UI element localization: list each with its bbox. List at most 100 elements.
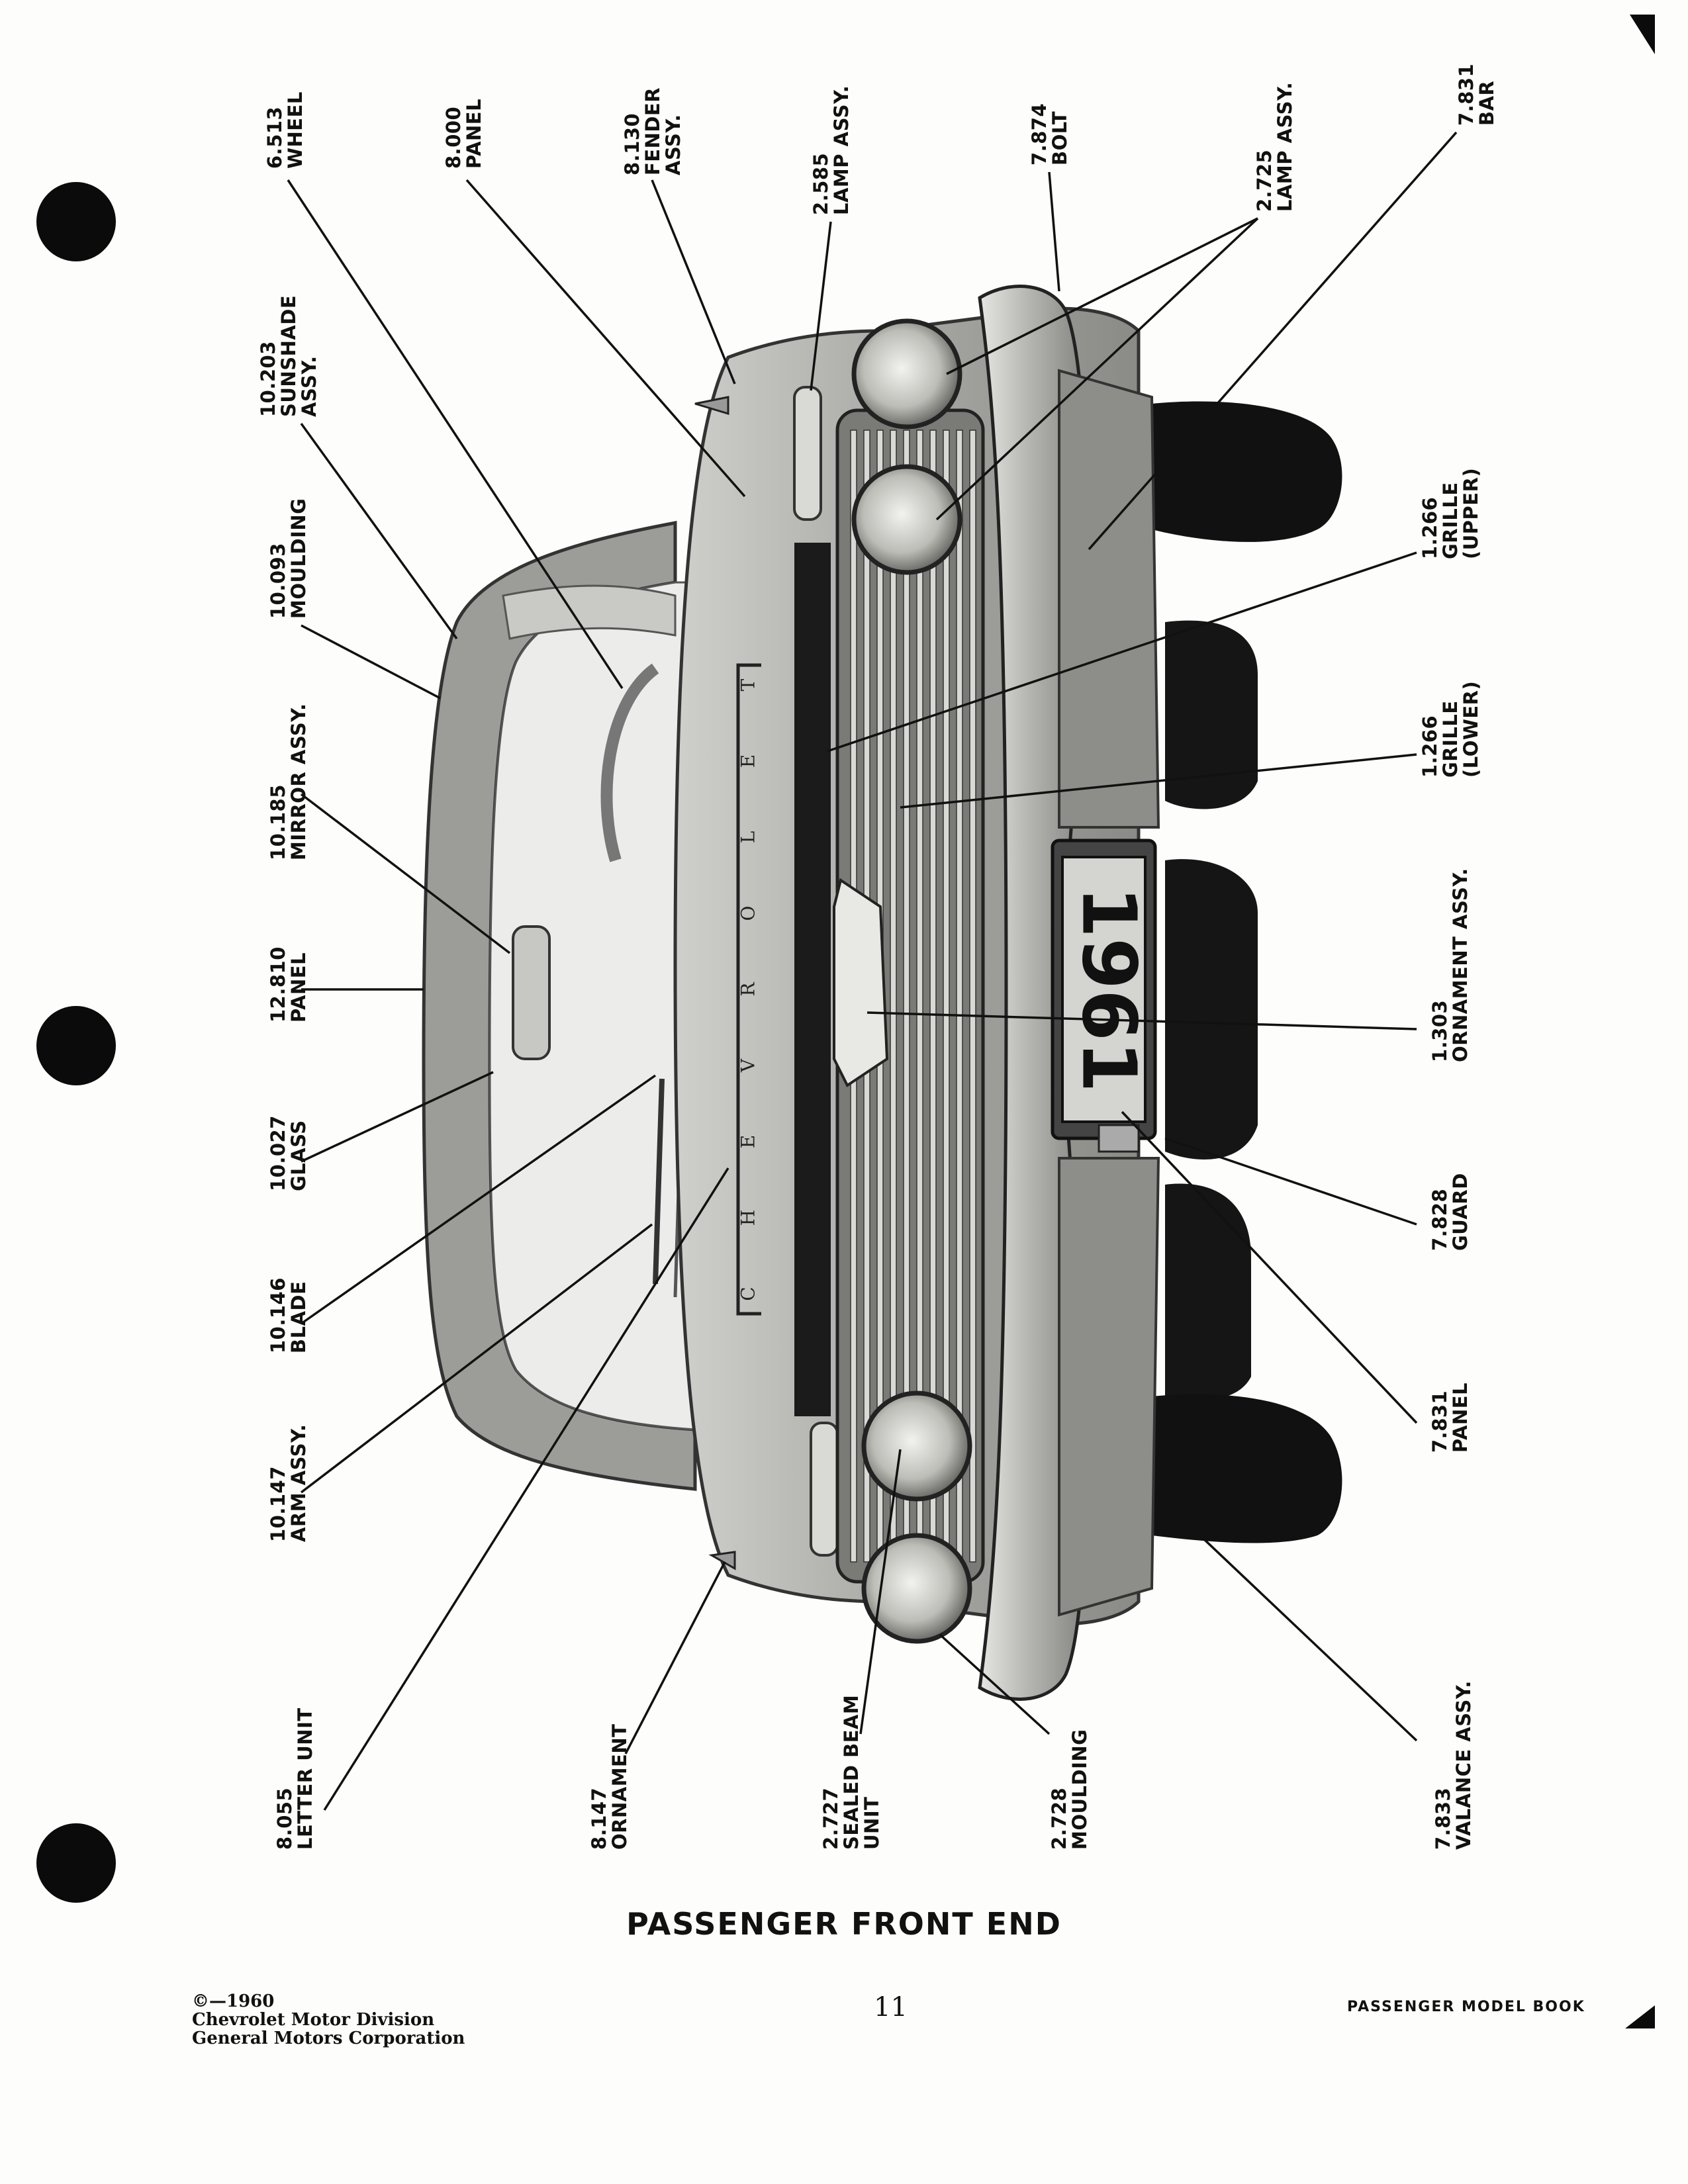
- callout-sunshade-assy: 10.203 SUNSHADE ASSY.: [257, 295, 320, 417]
- callout-part: LAMP ASSY.: [1274, 81, 1296, 212]
- center-ornament: [833, 878, 889, 1087]
- callout-bolt: 7.874 BOLT: [1028, 103, 1071, 165]
- tire-upper-right: [1152, 401, 1342, 542]
- callout-number: 12.810: [267, 946, 289, 1023]
- parking-lamp-lower: [810, 1422, 839, 1557]
- callout-number: 1.266: [1419, 496, 1441, 559]
- nameplate-letter: C: [737, 1287, 759, 1300]
- corner-mark-top-right-triangle: [1630, 15, 1655, 54]
- callout-part: PANEL: [287, 952, 310, 1023]
- callout-part: MOULDING: [287, 498, 310, 619]
- nameplate-letter: R: [737, 982, 759, 997]
- page-number: 11: [874, 1992, 908, 2023]
- callout-part: SUNSHADE: [277, 295, 300, 417]
- headlamp-upper-inner: [851, 464, 962, 575]
- callout-number: 8.055: [273, 1787, 296, 1850]
- callout-part-line2: (UPPER): [1460, 467, 1482, 559]
- callout-part: WHEEL: [284, 91, 306, 169]
- callout-number: 10.027: [267, 1115, 289, 1191]
- callout-number: 7.831: [1429, 1390, 1451, 1453]
- grille-bar: [929, 430, 937, 1563]
- nameplate-letter: V: [737, 1058, 759, 1073]
- callout-wheel: 6.513 WHEEL: [263, 91, 306, 169]
- callout-part-line2: (LOWER): [1460, 680, 1482, 778]
- copyright-year: ©—1960: [192, 1991, 275, 2011]
- callout-number: 10.093: [267, 543, 289, 619]
- callout-number: 1.303: [1429, 999, 1451, 1062]
- callout-part: LAMP ASSY.: [830, 85, 853, 215]
- callout-part: BAR: [1476, 80, 1498, 126]
- callout-grille-upper: 1.266 GRILLE (UPPER): [1419, 467, 1482, 559]
- callout-parking-lamp-assy: 2.585 LAMP ASSY.: [810, 85, 853, 215]
- callout-valance-assy: 7.833 VALANCE ASSY.: [1432, 1680, 1475, 1850]
- callout-number: 10.147: [267, 1466, 289, 1542]
- callout-part: GUARD: [1449, 1173, 1472, 1251]
- callout-part: MOULDING: [1068, 1729, 1091, 1850]
- callout-letter-unit: 8.055 LETTER UNIT: [273, 1707, 316, 1850]
- callout-wiper-arm-assy: 10.147 ARM ASSY.: [267, 1424, 310, 1542]
- callout-part: GRILLE: [1439, 482, 1462, 559]
- callout-part-line2: UNIT: [861, 1796, 883, 1850]
- callout-part: PANEL: [1449, 1382, 1472, 1453]
- callout-ornament-assy: 1.303 ORNAMENT ASSY.: [1429, 868, 1472, 1062]
- headlamps: [851, 318, 972, 1644]
- callout-number: 2.725: [1253, 149, 1276, 212]
- footer-copyright-block: ©—1960 Chevrolet Motor Division General …: [192, 1992, 465, 2048]
- plate-guard: [1098, 1124, 1140, 1153]
- leader-lines: [287, 131, 1458, 1811]
- binder-hole-middle: [36, 1006, 116, 1085]
- callout-part: BOLT: [1049, 111, 1071, 165]
- callout-bumper-bar: 7.831 BAR: [1455, 63, 1498, 126]
- division-name: Chevrolet Motor Division: [192, 2010, 435, 2030]
- grille-bar: [956, 430, 963, 1563]
- callout-part: GRILLE: [1439, 700, 1462, 778]
- nameplate-letter: E: [737, 754, 759, 768]
- callout-number: 1.266: [1419, 715, 1441, 778]
- license-plate: [1061, 856, 1147, 1123]
- grille-bar: [943, 430, 950, 1563]
- callout-roof-panel: 12.810 PANEL: [267, 946, 310, 1023]
- callout-number: 2.727: [820, 1787, 842, 1850]
- steering-wheel: [600, 663, 659, 862]
- callout-part: FENDER: [641, 87, 664, 175]
- callout-part: LETTER UNIT: [294, 1707, 316, 1850]
- callout-number: 10.185: [267, 784, 289, 860]
- callout-guard: 7.828 GUARD: [1429, 1173, 1472, 1251]
- callout-number: 2.585: [810, 152, 832, 215]
- callout-fender-assy: 8.130 FENDER ASSY.: [621, 87, 684, 175]
- nameplate-letter: H: [737, 1210, 759, 1226]
- callout-headlamp-moulding: 2.728 MOULDING: [1048, 1729, 1091, 1850]
- callout-part-line2: ASSY.: [298, 355, 320, 417]
- callout-number: 7.874: [1028, 103, 1051, 165]
- callout-number: 7.833: [1432, 1787, 1454, 1850]
- rear-view-mirror: [512, 925, 551, 1060]
- callout-number: 6.513: [263, 106, 286, 169]
- sunshade: [502, 584, 677, 640]
- callout-mirror-assy: 10.185 MIRROR ASSY.: [267, 703, 310, 860]
- callout-number: 8.000: [442, 106, 465, 169]
- book-title: PASSENGER MODEL BOOK: [1347, 1999, 1585, 2015]
- callout-number: 7.828: [1429, 1188, 1451, 1251]
- license-plate-text: 1961: [1065, 886, 1151, 1093]
- callout-number: 2.728: [1048, 1787, 1070, 1850]
- callout-part: ORNAMENT: [608, 1723, 631, 1850]
- callout-part: VALANCE ASSY.: [1452, 1680, 1475, 1850]
- callout-number: 7.831: [1455, 63, 1477, 126]
- grille-dark-panel: [794, 543, 831, 1416]
- callout-fender-ornament: 8.147 ORNAMENT: [588, 1723, 631, 1850]
- headlamp-lower-outer: [861, 1533, 972, 1644]
- tire-mid-upper: [1165, 620, 1258, 809]
- parking-lamp-upper: [793, 386, 822, 521]
- grille-bar: [890, 430, 897, 1563]
- nameplate-letter: L: [737, 831, 759, 844]
- callout-panel-hood: 8.000 PANEL: [442, 99, 485, 169]
- callout-bumper-panel: 7.831 PANEL: [1429, 1382, 1472, 1453]
- callout-part: MIRROR ASSY.: [287, 703, 310, 860]
- nameplate-bracket: [736, 663, 761, 1316]
- callout-sealed-beam-unit: 2.727 SEALED BEAM UNIT: [820, 1695, 883, 1850]
- callout-glass: 10.027 GLASS: [267, 1115, 310, 1191]
- fender-ornament-lower: [708, 1551, 736, 1570]
- callout-headlamp-assy: 2.725 LAMP ASSY.: [1253, 81, 1296, 212]
